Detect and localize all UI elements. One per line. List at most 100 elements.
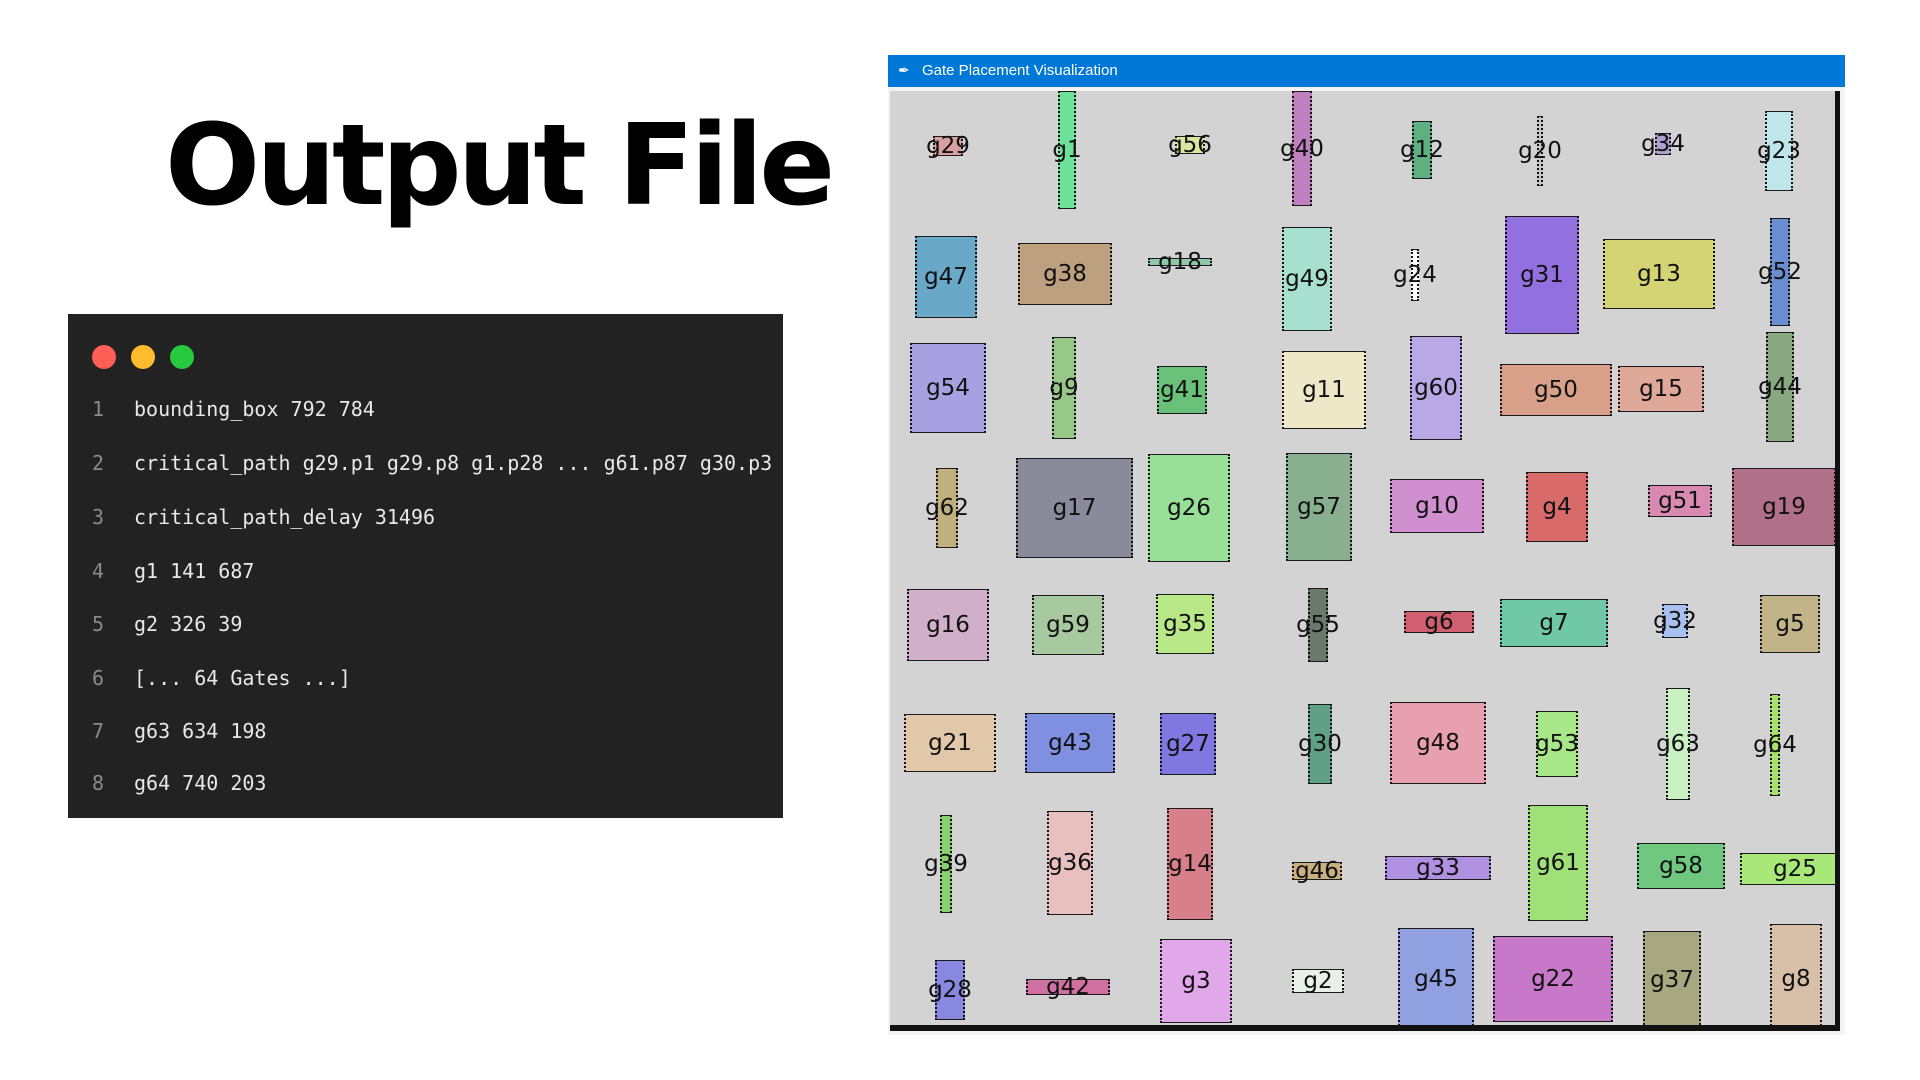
gate-label: g25 bbox=[1773, 856, 1817, 882]
gate-g48[interactable]: g48 bbox=[1390, 702, 1486, 784]
gate-g17[interactable]: g17 bbox=[1016, 458, 1133, 558]
gate-g33[interactable]: g33 bbox=[1385, 855, 1491, 881]
gate-g27[interactable]: g27 bbox=[1160, 713, 1216, 775]
gate-g38[interactable]: g38 bbox=[1018, 243, 1112, 305]
gate-g41[interactable]: g41 bbox=[1157, 366, 1207, 414]
gate-g46[interactable]: g46 bbox=[1292, 858, 1342, 884]
gate-label: g50 bbox=[1534, 377, 1578, 403]
gate-g64[interactable]: g64 bbox=[1753, 694, 1797, 796]
gate-g47[interactable]: g47 bbox=[915, 236, 977, 318]
gate-label: g60 bbox=[1414, 375, 1458, 401]
gate-g58[interactable]: g58 bbox=[1637, 843, 1725, 889]
gate-g51[interactable]: g51 bbox=[1648, 485, 1712, 517]
gate-g21[interactable]: g21 bbox=[904, 714, 996, 772]
gate-g3[interactable]: g3 bbox=[1160, 939, 1232, 1023]
close-window-dot-icon bbox=[92, 345, 116, 369]
code-text: bounding_box 792 784 bbox=[134, 397, 375, 421]
gate-label: g29 bbox=[926, 133, 970, 159]
gate-g37[interactable]: g37 bbox=[1643, 931, 1701, 1025]
gate-g50[interactable]: g50 bbox=[1500, 364, 1612, 416]
gate-g56[interactable]: g56 bbox=[1168, 132, 1212, 158]
gate-g40[interactable]: g40 bbox=[1280, 91, 1324, 206]
line-number: 2 bbox=[92, 451, 105, 475]
gate-g59[interactable]: g59 bbox=[1032, 595, 1104, 655]
gate-label: g47 bbox=[924, 264, 968, 290]
line-number: 1 bbox=[92, 397, 105, 421]
gate-g23[interactable]: g23 bbox=[1757, 111, 1801, 191]
gate-label: g36 bbox=[1048, 850, 1092, 876]
gate-g54[interactable]: g54 bbox=[910, 343, 986, 433]
gate-g10[interactable]: g10 bbox=[1390, 479, 1484, 533]
minimize-window-dot-icon bbox=[131, 345, 155, 369]
gate-g9[interactable]: g9 bbox=[1049, 337, 1079, 439]
gate-g11[interactable]: g11 bbox=[1282, 351, 1366, 429]
window-titlebar[interactable]: ✒ Gate Placement Visualization bbox=[888, 55, 1845, 87]
gate-g20[interactable]: g20 bbox=[1518, 116, 1562, 186]
gate-label: g59 bbox=[1046, 612, 1090, 638]
gate-g12[interactable]: g12 bbox=[1400, 121, 1444, 179]
gate-g35[interactable]: g35 bbox=[1156, 594, 1214, 654]
gate-g24[interactable]: g24 bbox=[1393, 249, 1437, 301]
gate-g39[interactable]: g39 bbox=[924, 815, 968, 913]
code-text: critical_path g29.p1 g29.p8 g1.p28 ... g… bbox=[134, 451, 773, 475]
gate-g34[interactable]: g34 bbox=[1641, 131, 1685, 157]
gate-label: g8 bbox=[1781, 966, 1811, 992]
gate-g62[interactable]: g62 bbox=[925, 468, 969, 548]
gate-g1[interactable]: g1 bbox=[1052, 91, 1082, 209]
gate-g49[interactable]: g49 bbox=[1282, 227, 1332, 331]
gate-g32[interactable]: g32 bbox=[1653, 604, 1697, 638]
gate-g45[interactable]: g45 bbox=[1398, 928, 1474, 1025]
gate-label: g37 bbox=[1650, 967, 1694, 993]
gate-g53[interactable]: g53 bbox=[1535, 711, 1579, 777]
gate-g61[interactable]: g61 bbox=[1528, 805, 1588, 921]
gate-g13[interactable]: g13 bbox=[1603, 239, 1715, 309]
gate-label: g48 bbox=[1416, 730, 1460, 756]
gate-g14[interactable]: g14 bbox=[1167, 808, 1213, 920]
code-line: 3 critical_path_delay 31496 bbox=[68, 505, 783, 539]
gate-g7[interactable]: g7 bbox=[1500, 599, 1608, 647]
gate-g60[interactable]: g60 bbox=[1410, 336, 1462, 440]
gate-g43[interactable]: g43 bbox=[1025, 713, 1115, 773]
gate-g19[interactable]: g19 bbox=[1732, 468, 1835, 546]
gate-g42[interactable]: g42 bbox=[1026, 974, 1110, 1000]
code-line: 7 g63 634 198 bbox=[68, 719, 783, 753]
placement-canvas[interactable]: g29 g1 g56 g40 g12 g20 g34 g23 g47 g38 g18 g49 g24 g3… bbox=[890, 91, 1840, 1031]
gate-label: g34 bbox=[1641, 131, 1685, 157]
gate-g8[interactable]: g8 bbox=[1770, 924, 1822, 1025]
gate-label: g16 bbox=[926, 612, 970, 638]
gate-g44[interactable]: g44 bbox=[1758, 332, 1802, 442]
gate-g30[interactable]: g30 bbox=[1298, 704, 1342, 784]
gate-g16[interactable]: g16 bbox=[907, 589, 989, 661]
gate-label: g5 bbox=[1775, 611, 1805, 637]
gate-label: g45 bbox=[1414, 966, 1458, 992]
gate-label: g55 bbox=[1296, 612, 1340, 638]
gate-g18[interactable]: g18 bbox=[1148, 249, 1212, 275]
gate-g63[interactable]: g63 bbox=[1656, 688, 1700, 800]
gate-label: g27 bbox=[1166, 731, 1210, 757]
gate-g4[interactable]: g4 bbox=[1526, 472, 1588, 542]
gate-g5[interactable]: g5 bbox=[1760, 595, 1820, 653]
line-number: 3 bbox=[92, 505, 105, 529]
gate-g28[interactable]: g28 bbox=[928, 960, 972, 1020]
gate-label: g23 bbox=[1757, 138, 1801, 164]
gate-label: g4 bbox=[1542, 494, 1572, 520]
gate-g29[interactable]: g29 bbox=[926, 133, 970, 159]
gate-g22[interactable]: g22 bbox=[1493, 936, 1613, 1022]
code-line: 5 g2 326 39 bbox=[68, 612, 783, 646]
gate-g55[interactable]: g55 bbox=[1296, 588, 1340, 662]
gate-label: g2 bbox=[1303, 968, 1333, 994]
gate-label: g21 bbox=[928, 730, 972, 756]
gate-g57[interactable]: g57 bbox=[1286, 453, 1352, 561]
code-line: 1 bounding_box 792 784 bbox=[68, 397, 783, 431]
gate-g31[interactable]: g31 bbox=[1505, 216, 1579, 334]
gate-label: g9 bbox=[1049, 375, 1079, 401]
gate-label: g28 bbox=[928, 977, 972, 1003]
gate-g6[interactable]: g6 bbox=[1404, 609, 1474, 635]
gate-g25[interactable]: g25 bbox=[1740, 853, 1835, 885]
gate-g15[interactable]: g15 bbox=[1618, 366, 1704, 412]
code-line: 4 g1 141 687 bbox=[68, 559, 783, 593]
gate-g36[interactable]: g36 bbox=[1047, 811, 1093, 915]
gate-g52[interactable]: g52 bbox=[1758, 218, 1802, 326]
gate-g2[interactable]: g2 bbox=[1292, 968, 1344, 994]
gate-g26[interactable]: g26 bbox=[1148, 454, 1230, 562]
